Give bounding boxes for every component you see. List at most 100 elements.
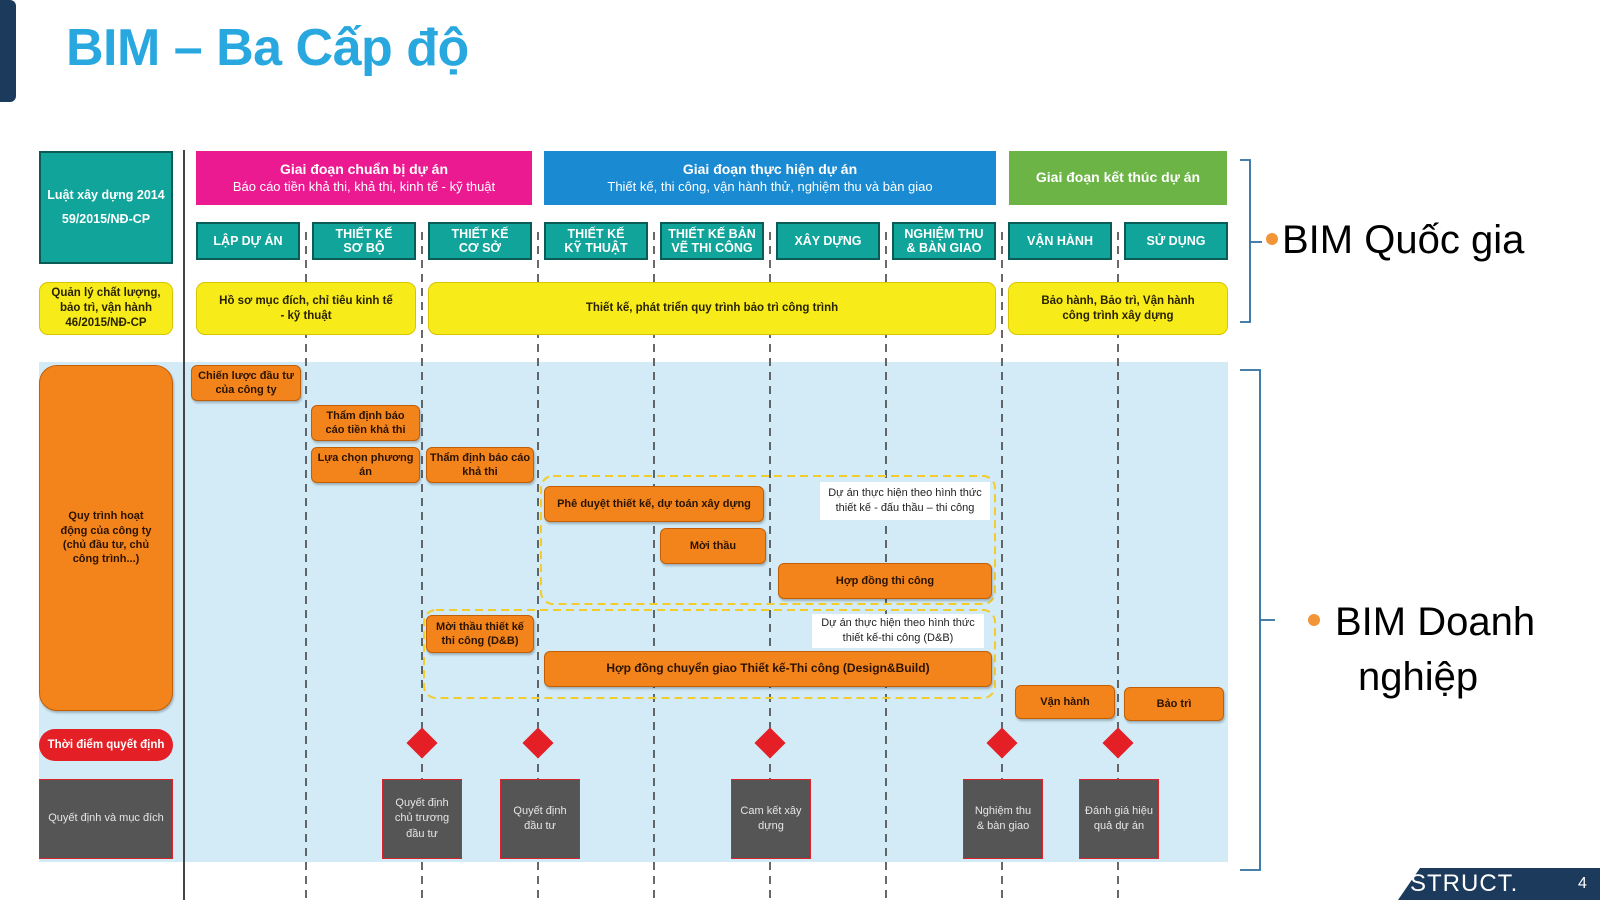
page-title: BIM – Ba Cấp độ	[66, 19, 469, 77]
quality-box-line1: Quản lý chất lượng,	[51, 287, 161, 300]
phase-implementation-subtitle: Thiết kế, thi công, vận hành thử, nghiệm…	[607, 178, 933, 194]
quality-box-line3: 46/2015/NĐ-CP	[65, 316, 147, 329]
note-line: Dự án thực hiện theo hình thức	[821, 617, 975, 630]
activity-line: Thẩm định báo	[326, 409, 405, 422]
note-design-bid-build: Dự án thực hiện theo hình thức thiết kế …	[820, 482, 990, 520]
activity-line: Hợp đồng chuyển giao Thiết kế-Thi công (…	[606, 661, 930, 676]
activity-investment-strategy: Chiến lược đầu tư của công ty	[191, 365, 301, 401]
step-label: NGHIỆM THU	[904, 226, 984, 241]
company-process-line4: công trình...)	[72, 553, 140, 566]
decision-box-acceptance: Nghiệm thu & bàn giao	[963, 779, 1043, 859]
bullet-national	[1266, 233, 1278, 245]
activity-line: Bảo trì	[1156, 697, 1192, 710]
activity-line: Vận hành	[1040, 695, 1090, 708]
phase-completion: Giai đoạn kết thúc dự án	[1009, 151, 1227, 205]
footer-brand-shape	[1398, 868, 1600, 900]
activity-operation: Vận hành	[1015, 685, 1115, 719]
decision-line: Đánh giá hiệu	[1085, 804, 1153, 817]
activity-line: Mời thầu thiết kế	[436, 620, 524, 633]
national-bracket	[1240, 159, 1262, 323]
company-process-box: Quy trình hoạt động của công ty (chủ đầu…	[39, 365, 173, 711]
quality-bar-line: công trình xây dựng	[1062, 309, 1174, 322]
quality-bar-line: Bảo hành, Bảo trì, Vận hành	[1041, 294, 1195, 307]
step-xay-dung: XÂY DỰNG	[776, 222, 880, 260]
activity-line: Mời thầu	[689, 539, 737, 552]
phase-implementation-title: Giai đoạn thực hiện dự án	[682, 161, 858, 178]
decision-line: chủ trương	[394, 812, 450, 825]
step-label: THIẾT KẾ	[451, 226, 509, 241]
dbb-dashed-group	[540, 475, 996, 605]
phase-implementation: Giai đoạn thực hiện dự án Thiết kế, thi …	[544, 151, 996, 205]
activity-line: Chiến lược đầu tư	[198, 369, 294, 382]
page-number: 4	[1578, 875, 1587, 892]
activity-line: án	[359, 466, 372, 478]
phase-preparation-subtitle: Báo cáo tiền khả thi, khả thi, kinh tế -…	[232, 178, 496, 194]
bullet-enterprise	[1308, 614, 1320, 626]
quality-box-line2: bảo trì, vận hành	[59, 302, 152, 315]
decision-line: đầu tư	[406, 827, 438, 840]
decision-box-investment-policy: Quyết định chủ trương đầu tư	[382, 779, 462, 859]
level-enterprise-line2: nghiệp	[1358, 655, 1479, 699]
phase-preparation-title: Giai đoạn chuẩn bị dự án	[279, 161, 449, 178]
quality-bar-warranty: Bảo hành, Bảo trì, Vận hành công trình x…	[1008, 282, 1228, 335]
step-label: THIẾT KẾ BẢN	[668, 226, 756, 241]
decision-line: Cam kết xây	[740, 804, 802, 817]
step-label: VẼ THI CÔNG	[671, 241, 753, 255]
activity-line: khả thi	[462, 466, 498, 478]
company-process-line2: động của công ty	[60, 524, 152, 537]
enterprise-area-background	[39, 362, 1228, 862]
decision-box-evaluation: Đánh giá hiệu quả dự án	[1079, 779, 1159, 859]
enterprise-bracket	[1240, 369, 1275, 871]
activity-line: cáo tiền khả thi	[325, 424, 406, 436]
activity-line: Lựa chọn phương	[317, 451, 414, 464]
phase-preparation: Giai đoạn chuẩn bị dự án Báo cáo tiền kh…	[196, 151, 532, 205]
decision-line: Nghiệm thu	[974, 804, 1032, 817]
activity-db-contract: Hợp đồng chuyển giao Thiết kế-Thi công (…	[544, 651, 992, 687]
activity-line: Hợp đồng thi công	[835, 574, 935, 587]
note-line: Dự án thực hiện theo hình thức	[828, 487, 982, 500]
step-label: & BÀN GIAO	[906, 241, 982, 255]
footer-brand: STRUCT.	[1410, 870, 1519, 897]
step-label: CƠ SỞ	[458, 241, 502, 255]
quality-bar-maintenance-design: Thiết kế, phát triển quy trình bảo trì c…	[428, 282, 996, 335]
activity-maintenance: Bảo trì	[1124, 687, 1224, 721]
quality-bar-line: - kỹ thuật	[280, 309, 332, 322]
decision-box-construction-commitment: Cam kết xây dựng	[731, 779, 811, 859]
quality-bar-line: Thiết kế, phát triển quy trình bảo trì c…	[585, 302, 839, 315]
activity-line: của công ty	[215, 384, 277, 396]
quality-bar-objectives: Hồ sơ mục đích, chỉ tiêu kinh tế - kỹ th…	[196, 282, 416, 335]
decision-line: & bàn giao	[976, 820, 1030, 832]
law-box-line2: 59/2015/NĐ-CP	[61, 211, 151, 226]
step-nghiem-thu-ban-giao: NGHIỆM THU& BÀN GIAO	[892, 222, 996, 260]
decision-box-investment: Quyết định đầu tư	[500, 779, 580, 859]
step-label: LẬP DỰ ÁN	[213, 233, 283, 248]
law-box: Luật xây dựng 2014 59/2015/NĐ-CP	[39, 151, 173, 264]
activity-design-approval: Phê duyệt thiết kế, dự toán xây dựng	[544, 486, 764, 522]
quality-bar-line: Hồ sơ mục đích, chỉ tiêu kinh tế	[219, 294, 393, 307]
note-design-build: Dự án thực hiện theo hình thức thiết kế-…	[812, 614, 984, 648]
step-label: THIẾT KẾ	[567, 226, 625, 241]
level-enterprise-line1: BIM Doanh	[1335, 600, 1536, 644]
step-van-hanh: VẬN HÀNH	[1008, 222, 1112, 260]
phase-completion-title: Giai đoạn kết thúc dự án	[1035, 169, 1201, 186]
note-line: thiết kế-thi công (D&B)	[842, 632, 954, 644]
decision-time-label: Thời điểm quyết định	[39, 729, 173, 761]
level-national: BIM Quốc gia	[1282, 218, 1525, 262]
decision-purpose-box: Quyết định và mục đích	[39, 779, 173, 859]
db-dashed-group	[423, 609, 996, 699]
slide-accent-bar	[0, 0, 16, 102]
activity-bidding-invitation: Mời thầu	[660, 528, 766, 564]
step-label: THIẾT KẾ	[335, 226, 393, 241]
step-label: VẬN HÀNH	[1027, 233, 1093, 248]
decision-line: Quyết định	[395, 796, 449, 809]
decision-line: đầu tư	[524, 820, 556, 832]
step-su-dung: SỬ DỤNG	[1124, 222, 1228, 260]
step-lap-du-an: LẬP DỰ ÁN	[196, 222, 300, 260]
activity-line: thi công (D&B)	[441, 635, 519, 647]
